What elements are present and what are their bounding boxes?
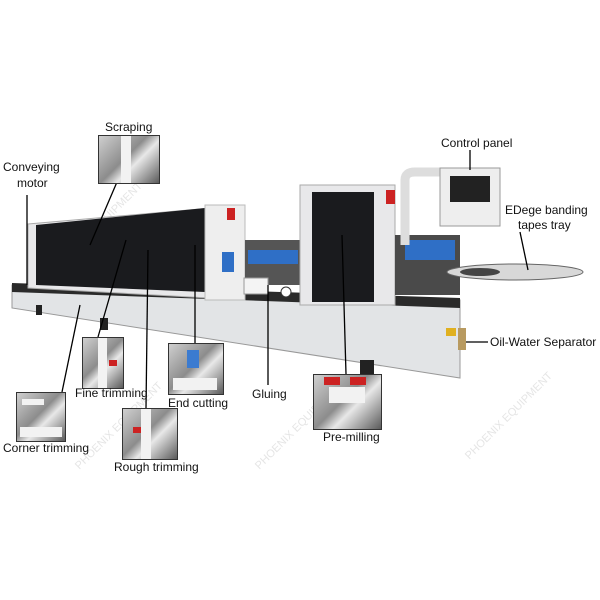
label-oil-water-separator: Oil-Water Separator — [490, 335, 597, 349]
glass-cover — [36, 208, 205, 292]
label-pre-milling: Pre-milling — [323, 430, 380, 444]
label-scraping: Scraping — [105, 120, 153, 134]
label-tapes-tray-line2: tapes tray — [518, 218, 571, 232]
label-conveying-motor-line2: motor — [17, 176, 48, 190]
label-conveying-motor-line1: Conveying — [3, 160, 60, 174]
end-cutting-photo — [168, 343, 224, 395]
label-end-cutting: End cutting — [168, 396, 229, 410]
label-tapes-tray-line1: EDege banding — [505, 203, 588, 217]
leader-lines — [26, 150, 529, 409]
rough-trimming-photo — [122, 408, 178, 460]
label-gluing: Gluing — [252, 387, 287, 401]
corner-trimming-photo — [16, 392, 66, 442]
label-corner-trimming: Corner trimming — [3, 441, 90, 455]
scraping-photo — [98, 135, 160, 184]
label-control-panel: Control panel — [441, 136, 513, 150]
label-rough-trimming: Rough trimming — [114, 460, 199, 474]
tapes-tray — [446, 263, 584, 281]
pre-milling-photo — [313, 374, 382, 430]
label-fine-trimming: Fine trimming — [75, 386, 148, 400]
fine-trimming-photo — [82, 337, 124, 389]
